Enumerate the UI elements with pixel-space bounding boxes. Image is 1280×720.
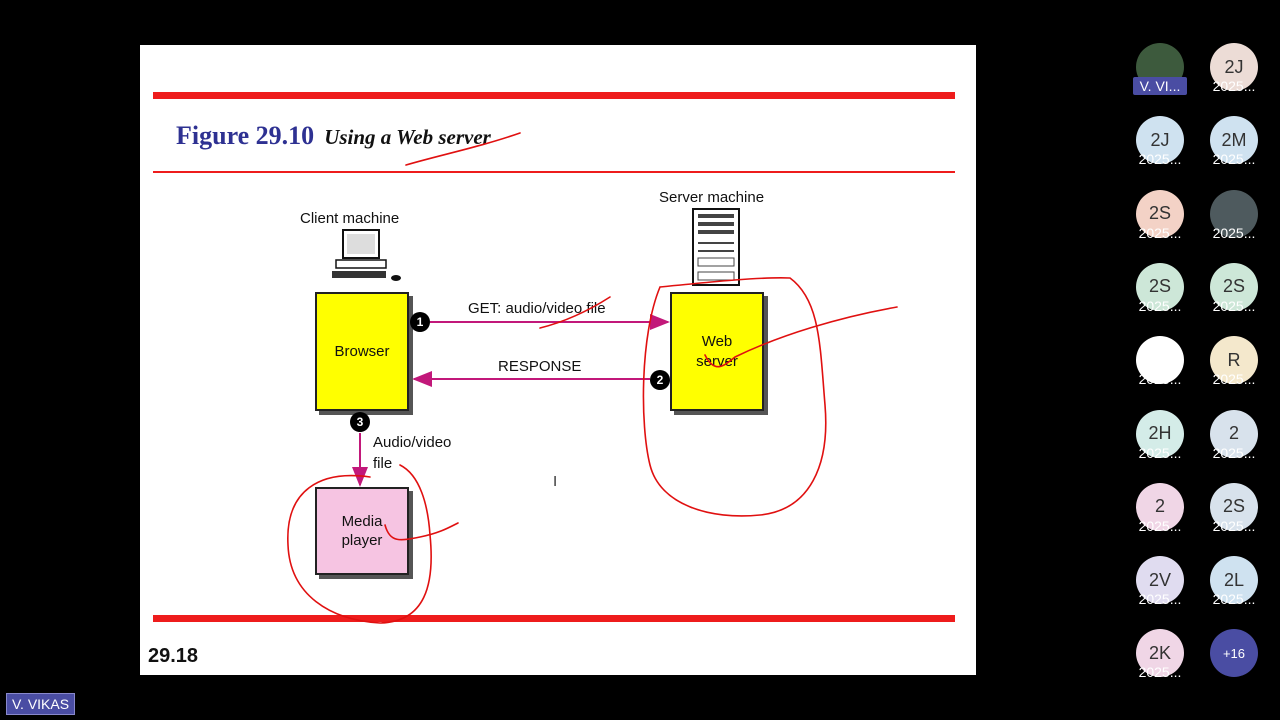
participant-name: 2025...: [1212, 224, 1256, 241]
slide-number: 29.18: [148, 645, 199, 667]
participant-avatar[interactable]: 2V: [1136, 556, 1184, 605]
participant-avatar[interactable]: +16: [1210, 629, 1258, 678]
text-cursor-icon: I: [553, 473, 558, 490]
participant-avatar[interactable]: 2S: [1210, 262, 1258, 311]
participant-avatar[interactable]: 2S: [1136, 262, 1184, 311]
media-circle-stroke: [287, 464, 432, 624]
pen-annotations: [287, 132, 898, 624]
participant-name: 2025...: [1212, 151, 1256, 168]
step-2-badge: 2: [650, 370, 670, 390]
browser-label: Browser: [334, 342, 390, 360]
participant-avatar[interactable]: 2J: [1136, 116, 1184, 165]
participant-name: 2025...: [1138, 664, 1182, 681]
file-label-2: file: [373, 455, 393, 472]
request-underline-stroke: [539, 296, 611, 329]
top-red-bar: [153, 92, 955, 99]
participant-name: 2025...: [1212, 444, 1256, 461]
participant-name: 2025...: [1212, 591, 1256, 608]
presenter-name-tag: V. VIKAS: [6, 693, 76, 715]
step-3-badge: 3: [350, 412, 370, 432]
participant-name: 2025...: [1212, 517, 1256, 534]
participant-name: 2025...: [1212, 297, 1256, 314]
participant-name: 2025...: [1138, 371, 1182, 388]
participant-avatar[interactable]: 2: [1210, 409, 1258, 458]
participant-avatar[interactable]: 2: [1136, 482, 1184, 531]
file-label-1: Audio/video: [373, 434, 452, 451]
media-underline-stroke: [384, 522, 459, 541]
participant-avatar[interactable]: 2J: [1210, 43, 1258, 91]
participant-avatar[interactable]: R: [1210, 336, 1258, 385]
media-player-label-1: Media: [341, 512, 383, 530]
participant-name: 2025...: [1212, 78, 1256, 94]
server-underline-stroke: [704, 306, 898, 368]
media-player-box: Media player: [315, 487, 409, 575]
media-player-label-2: player: [341, 532, 383, 549]
step-1-badge: 1: [410, 312, 430, 332]
figure-number: Figure 29.10: [176, 121, 315, 150]
server-machine-label: Server machine: [659, 189, 765, 206]
client-machine-label: Client machine: [300, 210, 400, 227]
participant-avatar[interactable]: 2S: [1210, 482, 1258, 531]
bottom-red-bar: [153, 615, 955, 622]
web-server-label-1: Web: [701, 333, 733, 350]
participant-name: 2025...: [1138, 151, 1182, 168]
participant-name: 2025...: [1138, 444, 1182, 461]
server-tower-icon: [692, 208, 740, 286]
figure-title: Figure 29.10 Using a Web server: [176, 121, 491, 151]
participant-avatar[interactable]: 2H: [1136, 409, 1184, 458]
response-label: RESPONSE: [498, 358, 582, 375]
participant-name: 2025...: [1138, 591, 1182, 608]
title-divider: [153, 171, 955, 173]
client-computer-icon: [332, 229, 401, 281]
server-circle-stroke: [642, 277, 827, 517]
participant-name: 2025...: [1212, 371, 1256, 388]
participant-name: V. VI...: [1133, 77, 1187, 95]
participant-name: 2025...: [1138, 517, 1182, 534]
participant-avatar[interactable]: [1136, 336, 1184, 385]
browser-box: Browser: [315, 292, 409, 411]
participant-avatar[interactable]: [1210, 189, 1258, 238]
shared-slide: Figure 29.10 Using a Web server Client ma…: [140, 45, 976, 675]
participant-name: 2025...: [1138, 224, 1182, 241]
request-label: GET: audio/video file: [468, 300, 606, 317]
title-underline-stroke: [405, 132, 521, 166]
participant-avatar[interactable]: 2L: [1210, 556, 1258, 605]
participant-name: 2025...: [1138, 297, 1182, 314]
participant-avatar[interactable]: 2M: [1210, 116, 1258, 165]
participant-avatar[interactable]: 2S: [1136, 189, 1184, 238]
figure-caption: Using a Web server: [324, 125, 491, 149]
participant-avatar[interactable]: 2K: [1136, 629, 1184, 678]
